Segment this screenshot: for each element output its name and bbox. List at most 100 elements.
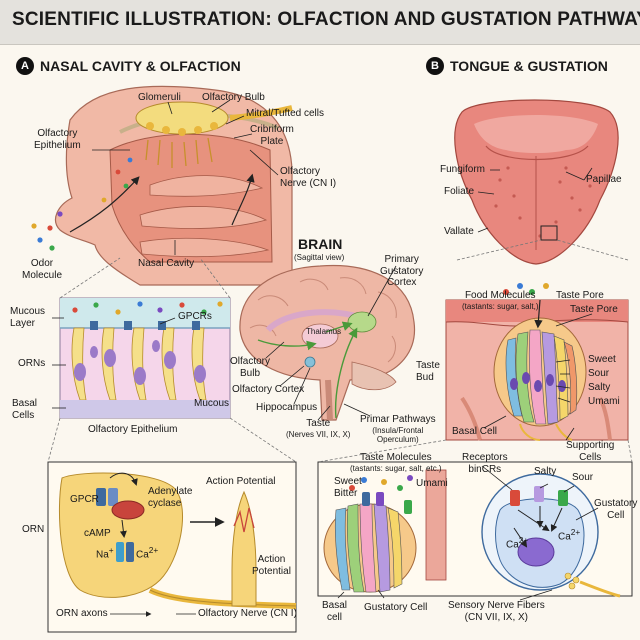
label-taste-bud-line2: Bud	[416, 371, 434, 383]
label-sensory-line2: (CN VII, IX, X)	[464, 611, 529, 623]
label-vallate: Vallate	[444, 226, 474, 237]
label-papillae: Papillae	[586, 174, 622, 185]
label-adenylate-cyclase: Adenylate cyclase	[148, 486, 192, 509]
label-odor-molecule: Odor Molecule	[22, 258, 62, 281]
label-pathways-line1: Primar Pathways	[360, 414, 436, 425]
label-pgc-line1: Primary	[384, 254, 419, 265]
label-action-line2: Potential	[252, 565, 291, 577]
label-brain-olfactory-bulb: Olfactory Bulb	[230, 356, 270, 379]
label-umami: Umami	[588, 396, 620, 407]
title-bar: SCIENTIFIC ILLUSTRATION: OLFACTION AND G…	[0, 0, 640, 45]
label-foliate: Foliate	[444, 186, 475, 197]
label-cribriform-line2: Plate	[260, 135, 284, 147]
label-olfactory-cortex: Olfactory Cortex	[232, 384, 305, 395]
label-na: Na	[96, 549, 109, 561]
label-olfactory-epithelium: Olfactory Epithelium	[34, 128, 81, 151]
label-orn-axons: ORN axons	[56, 608, 108, 619]
label-basal-cells: Basal Cells	[12, 398, 37, 421]
label-camp: cAMP	[84, 528, 111, 539]
label-mucous-bottom: Mucous	[194, 398, 230, 409]
label-mucous-line1: Mucous	[10, 306, 46, 317]
label-taste-nerves-line2: (Nerves VII, IX, X)	[286, 429, 351, 439]
label-ca-right-text: Ca	[558, 531, 571, 543]
label-receptors-line2: binCRs	[468, 463, 502, 475]
label-hippocampus: Hippocampus	[256, 402, 318, 413]
label-basal-line2: Cells	[12, 409, 35, 421]
brain-title: BRAIN	[298, 236, 343, 252]
label-pgc-line3: Cortex	[386, 277, 417, 288]
section-a-heading: A NASAL CAVITY & OLFACTION	[16, 57, 241, 75]
orn-detail-illustration	[47, 461, 297, 633]
label-taste-molecules: Taste Molecules (tastants: sugar, salt, …	[350, 452, 442, 473]
label-pathways-line2: (Insula/Frontal	[372, 425, 424, 435]
label-thalamus: Thalamus	[306, 327, 342, 336]
label-action-potential-top: Action Potential	[206, 476, 276, 487]
label-supporting-cells: Supporting Cells	[566, 440, 614, 463]
label-sweet: Sweet	[588, 354, 616, 365]
label-taste-nerves: Taste (Nerves VII, IX, X)	[286, 418, 350, 439]
label-olf-nerve-line2: Nerve (CN I)	[280, 177, 337, 189]
label-ca: Ca	[136, 549, 149, 561]
label-orns: ORNs	[18, 358, 46, 369]
label-orn-side: ORN	[22, 524, 45, 535]
label-taste-molecules-line1: Taste Molecules	[359, 452, 432, 463]
label-adenylate-line2: cyclase	[148, 497, 182, 509]
label-taste-bud: Taste Bud	[416, 360, 440, 383]
label-mucous-line2: Layer	[10, 317, 36, 329]
label-taste-bud-line1: Taste	[416, 360, 440, 371]
label-detail-gustatory-cell: Gustatory Cell	[594, 498, 637, 521]
label-pathways-line3: Operculum)	[376, 434, 419, 444]
label-olfactory-bulb: Olfactory Bulb	[202, 92, 265, 103]
label-taste-molecules-line2: (tastants: sugar, salt, etc.)	[350, 463, 442, 473]
label-nasal-cavity: Nasal Cavity	[138, 258, 195, 269]
label-sensory-nerve-fibers: Sensory Nerve Fibers (CN VII, IX, X)	[448, 600, 545, 623]
label-basal-line1: Basal	[12, 398, 38, 409]
label-action-line1: Action	[257, 554, 286, 565]
label-olfactory-nerve: Olfactory Nerve (CN I)	[280, 166, 336, 189]
section-b-badge: B	[426, 57, 444, 75]
nasal-cavity-illustration	[31, 85, 293, 286]
label-detail-basal-cell: Basal cell	[322, 600, 347, 623]
label-receptors-bincrs: Receptors binCRs	[462, 452, 508, 475]
label-cribriform-plate: Cribriform Plate	[250, 124, 294, 147]
label-basal-cell: Basal Cell	[452, 426, 498, 437]
label-cribriform-line1: Cribriform	[250, 124, 294, 135]
label-gpcr: GPCR	[70, 494, 99, 505]
label-brain-olf-bulb-line1: Olfactory	[230, 356, 271, 367]
section-b-heading: B TONGUE & GUSTATION	[426, 57, 608, 75]
label-detail-umami: Umami	[416, 478, 448, 489]
label-sour: Sour	[588, 368, 610, 379]
label-supporting-line1: Supporting	[566, 440, 615, 451]
label-action-potential-right: Action Potential	[252, 554, 291, 577]
label-supporting-line2: Cells	[579, 451, 602, 463]
label-salty: Salty	[588, 382, 611, 393]
label-food-molecules: Food Molecules (tastants: sugar, salt,)	[462, 290, 538, 311]
section-a-badge: A	[16, 57, 34, 75]
section-a-label: NASAL CAVITY & OLFACTION	[40, 58, 241, 74]
brain-subtitle: (Sagittal view)	[294, 253, 345, 262]
taste-receptor-detail-illustration	[317, 461, 633, 598]
label-detail-sour: Sour	[572, 472, 594, 483]
label-ca-right: Ca2+	[558, 527, 581, 543]
label-ca-left: Ca2+	[506, 535, 529, 551]
label-detail-basal-line2: cell	[327, 611, 343, 623]
label-pgc-line2: Gustatory	[380, 265, 424, 277]
olfactory-epithelium-illustration	[59, 257, 231, 419]
label-olf-nerve-line1: Olfactory	[280, 166, 321, 177]
label-detail-basal-line1: Basal	[322, 600, 348, 611]
taste-bud-illustration	[445, 283, 629, 441]
label-detail-gustatory-line1: Gustatory	[594, 498, 638, 509]
label-ca-left-text: Ca	[506, 539, 519, 551]
label-fungiform: Fungiform	[440, 164, 486, 175]
label-na-ion: Na+	[96, 545, 114, 561]
label-mitral-tufted-cells: Mitral/Tufted cells	[246, 108, 324, 119]
label-brain-olf-bulb-line2: Bulb	[240, 367, 261, 379]
label-glomeruli: Glomeruli	[138, 92, 181, 103]
brain-sagittal-illustration	[239, 264, 416, 421]
page-title: SCIENTIFIC ILLUSTRATION: OLFACTION AND G…	[12, 9, 640, 30]
label-taste-pore-right: Taste Pore	[570, 304, 618, 315]
label-orn-olfactory-nerve: Olfactory Nerve (CN I)	[198, 608, 297, 619]
label-ca-ion: Ca2+	[136, 545, 159, 561]
